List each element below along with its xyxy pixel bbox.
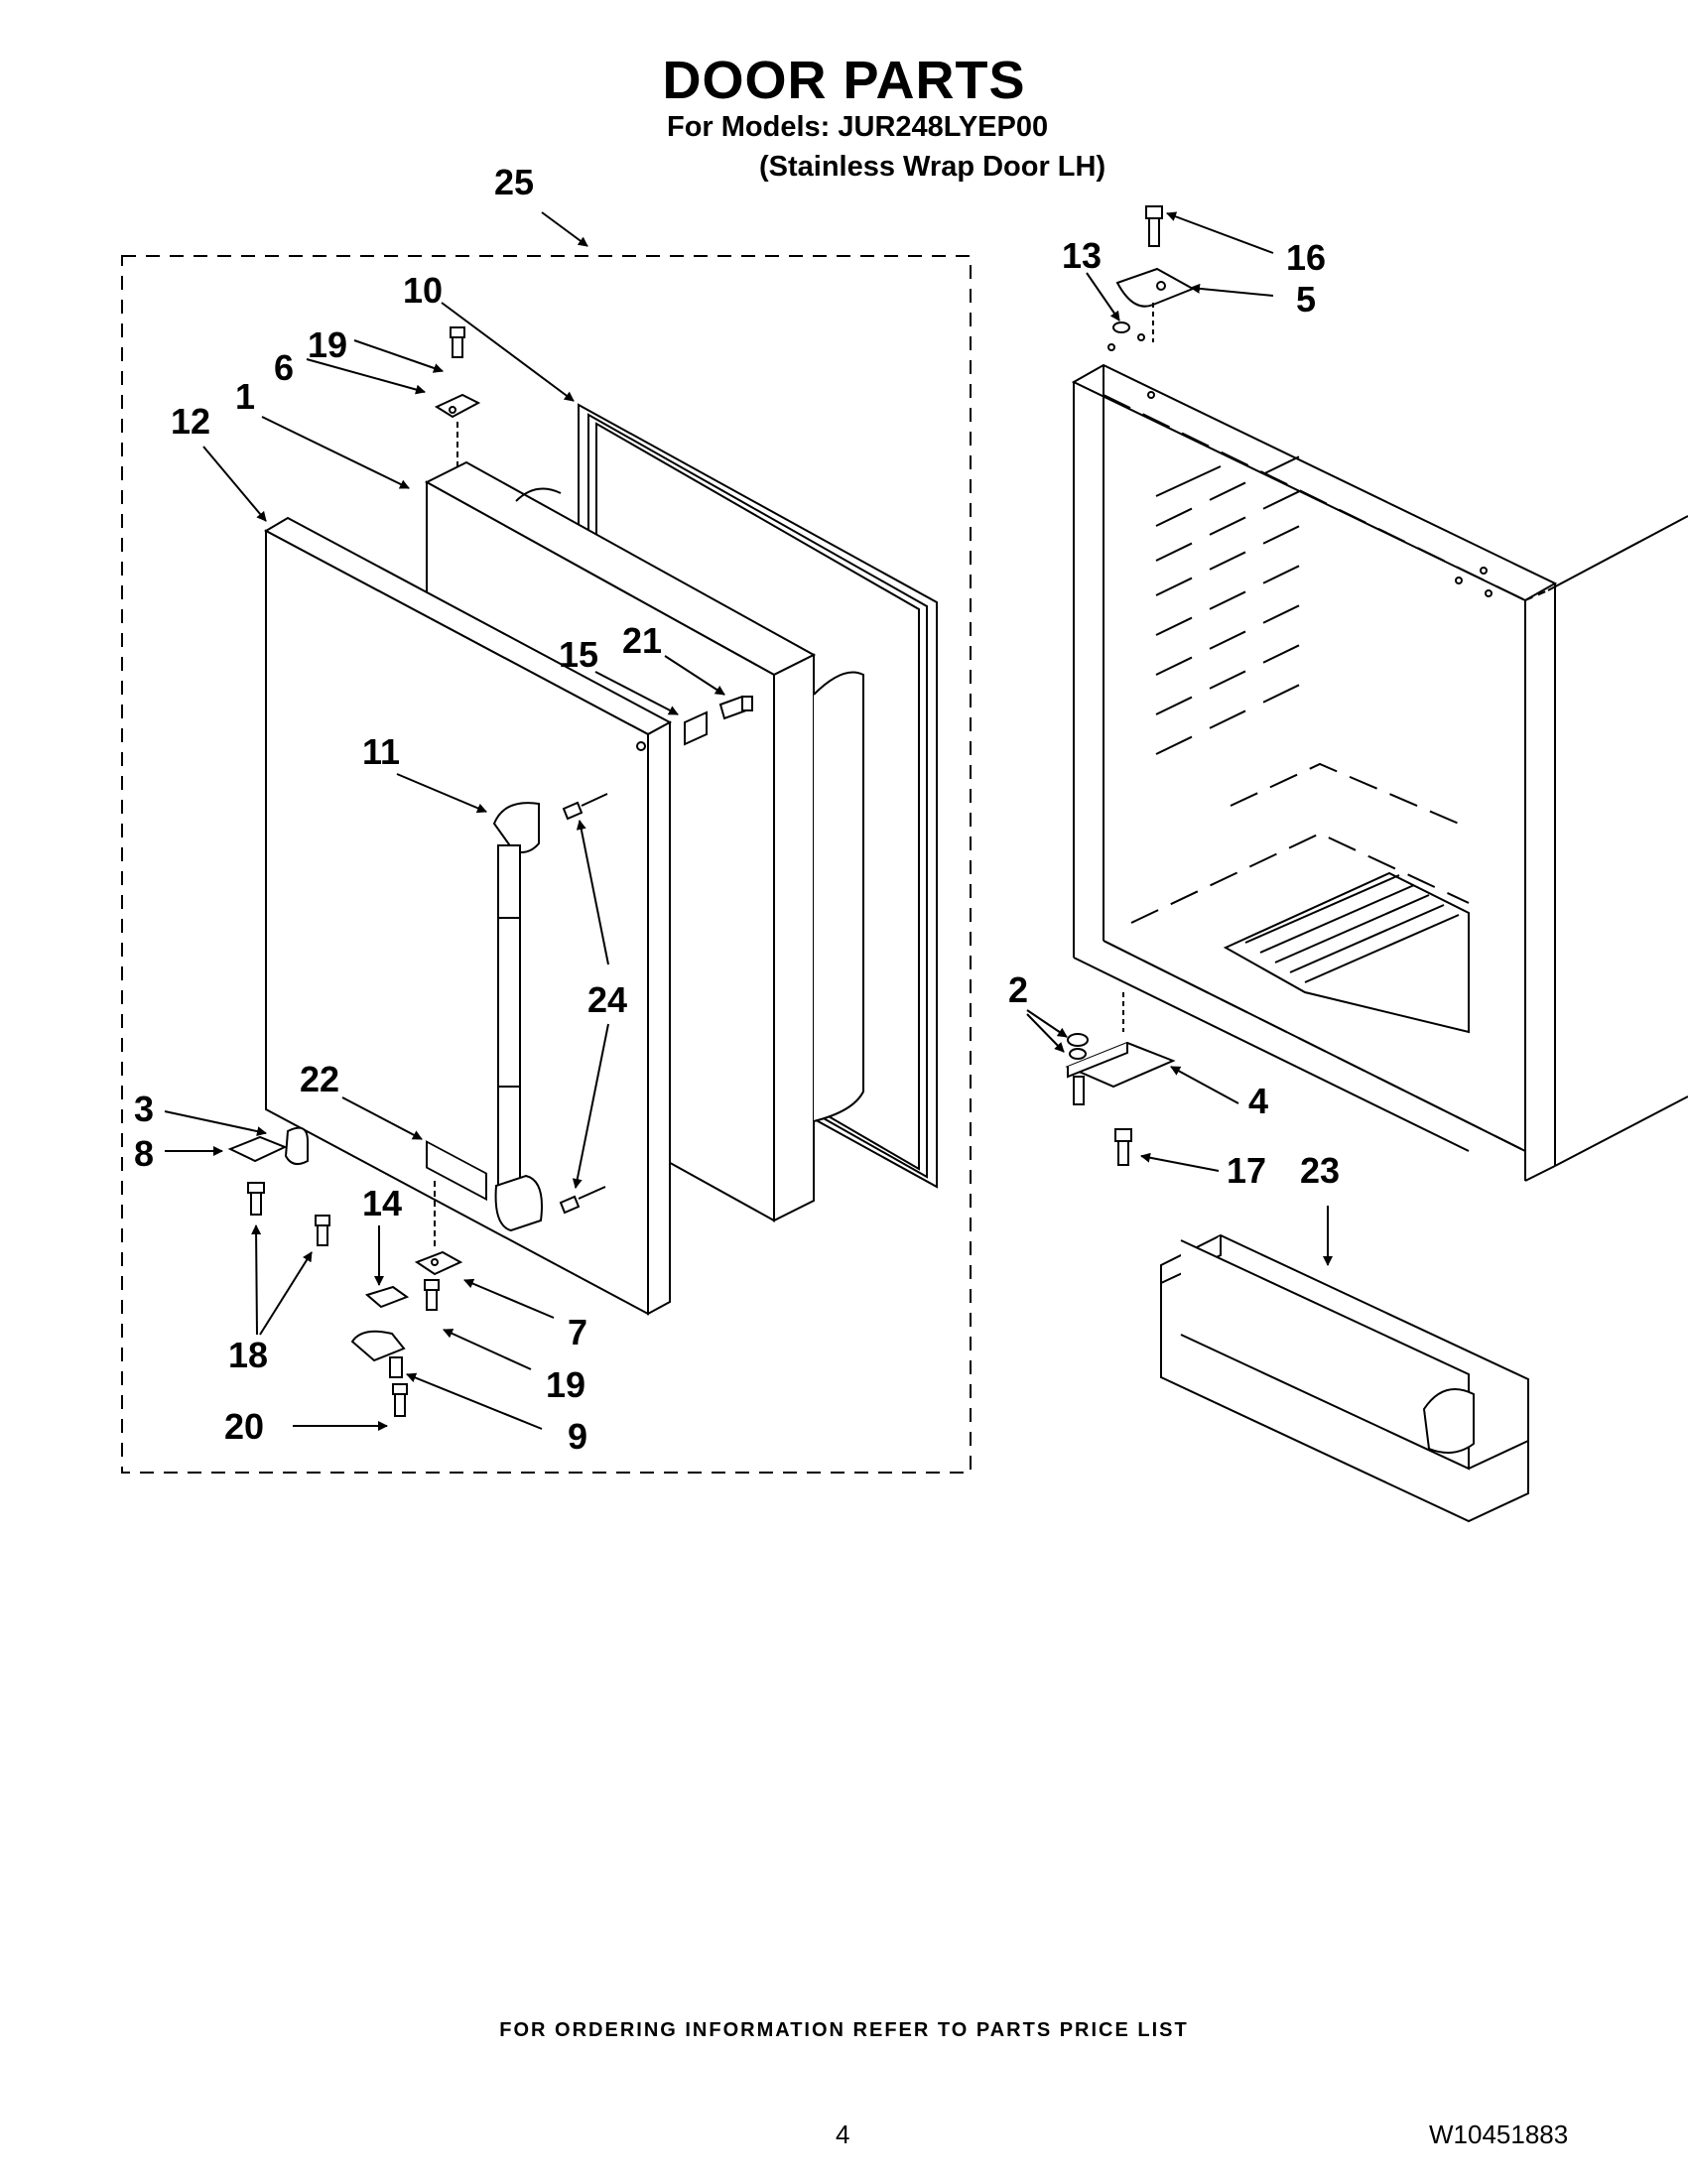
upper-hinge-hardware <box>434 326 481 466</box>
lower-cabinet-hinge <box>1065 992 1176 1166</box>
document-number: W10451883 <box>1429 2120 1569 2149</box>
callout-8: 8 <box>134 1133 154 1174</box>
lower-hinge-hardware-center <box>350 1181 463 1417</box>
callout-22: 22 <box>300 1059 339 1099</box>
outer-door-panel <box>263 516 673 1316</box>
upper-cabinet-hinge <box>1112 205 1196 342</box>
callout-14: 14 <box>362 1183 402 1223</box>
lower-hinge-hardware-left <box>227 1126 330 1246</box>
leader-lines <box>164 211 1333 1431</box>
nameplate <box>426 1140 487 1202</box>
callout-6: 6 <box>274 347 294 388</box>
callout-4: 4 <box>1248 1081 1268 1121</box>
callout-19-upper: 19 <box>308 324 347 365</box>
door-handle <box>492 802 543 1232</box>
callout-5: 5 <box>1296 279 1316 320</box>
callout-15: 15 <box>559 634 598 675</box>
callout-3: 3 <box>134 1089 154 1129</box>
callout-19-lower: 19 <box>546 1364 585 1405</box>
page-number: 4 <box>836 2120 850 2149</box>
callout-2: 2 <box>1008 969 1028 1010</box>
callout-9: 9 <box>568 1416 587 1457</box>
callout-7: 7 <box>568 1312 587 1352</box>
callout-18: 18 <box>228 1335 268 1375</box>
callout-12: 12 <box>171 401 210 442</box>
page-title: DOOR PARTS <box>662 51 1026 110</box>
callout-17: 17 <box>1227 1150 1266 1191</box>
cabinet <box>1071 333 1688 1182</box>
callout-21: 21 <box>622 620 662 661</box>
callout-16: 16 <box>1286 237 1326 278</box>
variant-line: (Stainless Wrap Door LH) <box>759 151 1106 183</box>
door-bin <box>1160 1233 1529 1523</box>
callout-10: 10 <box>403 270 443 311</box>
door-stop-hardware <box>684 695 753 746</box>
callout-11: 11 <box>362 731 400 772</box>
door-assembly-box <box>121 255 972 1474</box>
callout-24: 24 <box>587 979 627 1020</box>
callout-20: 20 <box>224 1406 264 1447</box>
models-line: For Models: JUR248LYEP00 <box>667 111 1049 143</box>
callout-23: 23 <box>1300 1150 1340 1191</box>
callout-1: 1 <box>235 376 255 417</box>
callout-25: 25 <box>494 162 534 202</box>
callout-13: 13 <box>1062 235 1102 276</box>
ordering-note: FOR ORDERING INFORMATION REFER TO PARTS … <box>499 2019 1189 2041</box>
handle-screws <box>559 793 608 1215</box>
